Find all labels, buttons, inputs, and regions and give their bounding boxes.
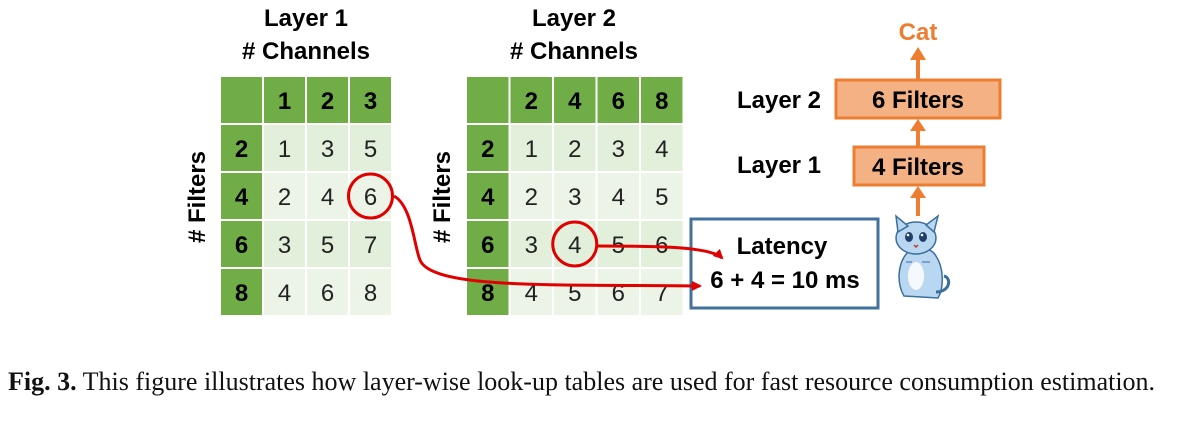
table2-title-line2: # Channels [510,38,638,65]
table2-row-header: 6 [481,232,494,259]
table2-cell-bg [508,219,554,269]
latency-box: Latency 6 + 4 = 10 ms [689,217,880,310]
table1-cell-value: 5 [364,136,377,163]
arrow-table1-to-latency [393,194,702,291]
table2-title-line1: Layer 2 [532,5,616,32]
table1-cell-value: 1 [278,136,291,163]
layer2-box-label: 6 Filters [872,87,964,114]
caption-text: This figure illustrates how layer-wise l… [82,367,1156,396]
table1-row-header-cell [219,171,264,221]
table1-row-header: 8 [235,280,248,307]
layer1-box [852,145,986,187]
table2-cell-bg [595,123,641,173]
table2-cell-value: 5 [655,184,668,211]
table2-cell-bg [552,123,598,173]
caption-label: Fig. 3. [8,367,77,396]
arrow-input-to-layer1-head [910,186,926,198]
table2-col-header: 8 [655,88,668,115]
latency-formula: 6 + 4 = 10 ms [710,267,859,294]
table1-title-line1: Layer 1 [264,5,348,32]
table1-col-header: 1 [278,88,291,115]
table2-col-header-cell [595,75,641,125]
table1-cell-value: 5 [321,232,334,259]
layer2-label: Layer 2 [737,87,821,114]
table2-cell-bg [508,267,554,317]
table2-cell-value: 4 [525,280,538,307]
table2-cell-bg [508,171,554,221]
table2-row-header: 2 [481,136,494,163]
table1-row-header-cell [219,219,264,269]
table1-cell-bg [305,219,350,269]
table1-cell-value: 2 [278,184,291,211]
table2-cell-bg [639,267,685,317]
latency-box-frame [689,217,880,310]
table1-row-header: 4 [235,184,249,211]
table2-col-header: 2 [525,88,538,115]
table1-cell-value: 4 [321,184,334,211]
table2-row-header: 4 [481,184,495,211]
layer1-label: Layer 1 [737,152,821,179]
table1-cell-bg [348,267,393,317]
layer2-box [834,78,1002,120]
arrow-layer1-to-layer2-head [910,119,926,131]
table2-cell-value: 5 [568,280,581,307]
table2-col-header: 6 [612,88,625,115]
table2-cell-value: 1 [525,136,538,163]
table2-cell-value: 2 [525,184,538,211]
table1-cell-value: 4 [278,280,291,307]
table2-cell-value: 4 [568,232,581,259]
table1-cell-value: 3 [321,136,334,163]
table2-cell-value: 3 [612,136,625,163]
table2-cell-value: 2 [568,136,581,163]
table1-col-header: 2 [321,88,334,115]
cat-image-icon [895,214,951,299]
table2-cell-bg [639,219,685,269]
table2-cell-bg [595,267,641,317]
table1-cell-value: 7 [364,232,377,259]
table1-highlight-circle [347,172,394,220]
table1-cell-value: 6 [364,184,377,211]
layer2-lookup-table: Layer 2 # Channels # Filters 2 4 6 8 2 1 2 3 4 4 2… [429,5,685,317]
table1-row-axis-label: # Filters [184,151,211,243]
table1-cell-bg [262,267,307,317]
network-diagram: Cat Layer 2 6 Filters Layer 1 4 Filters [737,19,1002,299]
table1-row-header: 6 [235,232,248,259]
table2-col-header-cell [508,75,554,125]
arrow-to-output-head [910,47,926,60]
layer1-lookup-table: Layer 1 # Channels # Filters 1 2 3 2 1 3 5 4 2 4 6… [184,5,394,317]
arrow-table2-to-latency [595,244,724,260]
table1-row-header: 2 [235,136,248,163]
table2-row-axis-label: # Filters [429,151,456,243]
table1-corner-cell [219,75,264,125]
layer1-box-label: 4 Filters [872,154,964,181]
table1-cell-bg [305,171,350,221]
table2-cell-value: 7 [655,280,668,307]
table1-title-line2: # Channels [242,38,370,65]
table2-cell-value: 3 [568,184,581,211]
highlight-arrows [393,194,724,291]
latency-title: Latency [737,233,828,260]
table1-row-header-cell [219,267,264,317]
table2-cell-bg [552,171,598,221]
table2-cell-value: 4 [612,184,625,211]
table1-cell-value: 8 [364,280,377,307]
table2-row-header: 8 [481,280,494,307]
output-class-label: Cat [899,19,938,46]
table1-col-header: 3 [364,88,377,115]
table2-cell-bg [639,171,685,221]
table2-col-header-cell [639,75,685,125]
table1-cell-value: 3 [278,232,291,259]
table1-cell-value: 6 [321,280,334,307]
figure-caption: Fig. 3. This figure illustrates how laye… [8,366,1180,398]
table2-cell-value: 3 [525,232,538,259]
figure-diagram: Layer 1 # Channels # Filters 1 2 3 2 1 3 5 4 2 4 6… [184,5,1002,317]
table2-corner-cell [465,75,511,125]
table2-highlight-circle [551,220,599,268]
table2-cell-value: 4 [655,136,668,163]
table2-col-header: 4 [568,88,582,115]
